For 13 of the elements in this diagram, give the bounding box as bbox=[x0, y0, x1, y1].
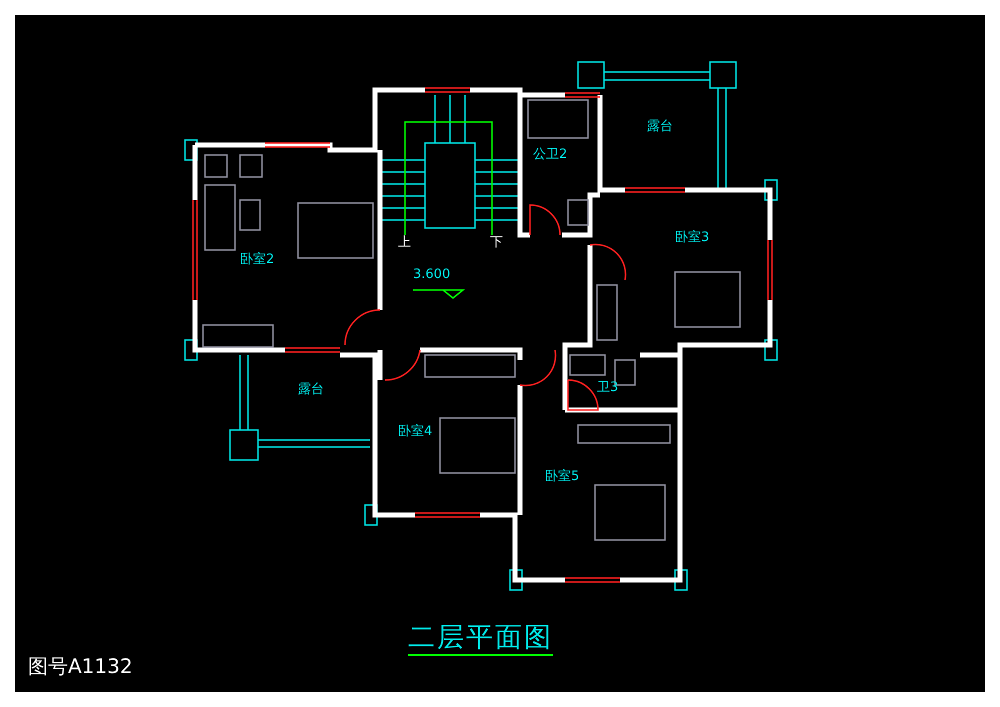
room-label: 卧室4 bbox=[398, 425, 432, 438]
room-label: 卫3 bbox=[597, 381, 618, 394]
room-label: 卧室2 bbox=[240, 253, 274, 266]
drawing-title: 二层平面图 bbox=[408, 622, 553, 656]
room-label: 卧室3 bbox=[675, 231, 710, 244]
stair-down-label: 下 bbox=[490, 236, 503, 249]
room-label: 露台 bbox=[298, 383, 324, 396]
stair-up-label: 上 bbox=[398, 236, 411, 249]
room-label: 公卫2 bbox=[533, 148, 568, 161]
room-label: 露台 bbox=[647, 120, 673, 133]
drawing-number: 图号A1132 bbox=[28, 656, 133, 676]
room-label: 卧室5 bbox=[545, 470, 580, 483]
floor-level-label: 3.600 bbox=[413, 268, 450, 281]
